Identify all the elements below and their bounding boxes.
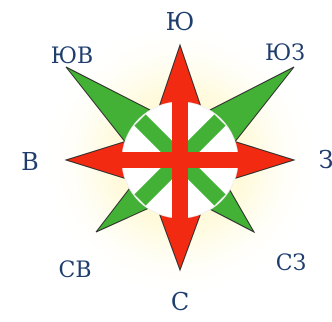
label-left: В [21,148,39,176]
label-top: Ю [166,8,195,36]
label-bottom: С [171,288,189,316]
label-bottom-left: СВ [59,258,92,283]
label-top-left: ЮВ [51,44,93,69]
cross-horizontal-bar [118,152,242,168]
label-right: З [319,146,332,174]
label-top-right: ЮЗ [265,41,305,66]
label-bottom-right: СЗ [276,251,307,276]
